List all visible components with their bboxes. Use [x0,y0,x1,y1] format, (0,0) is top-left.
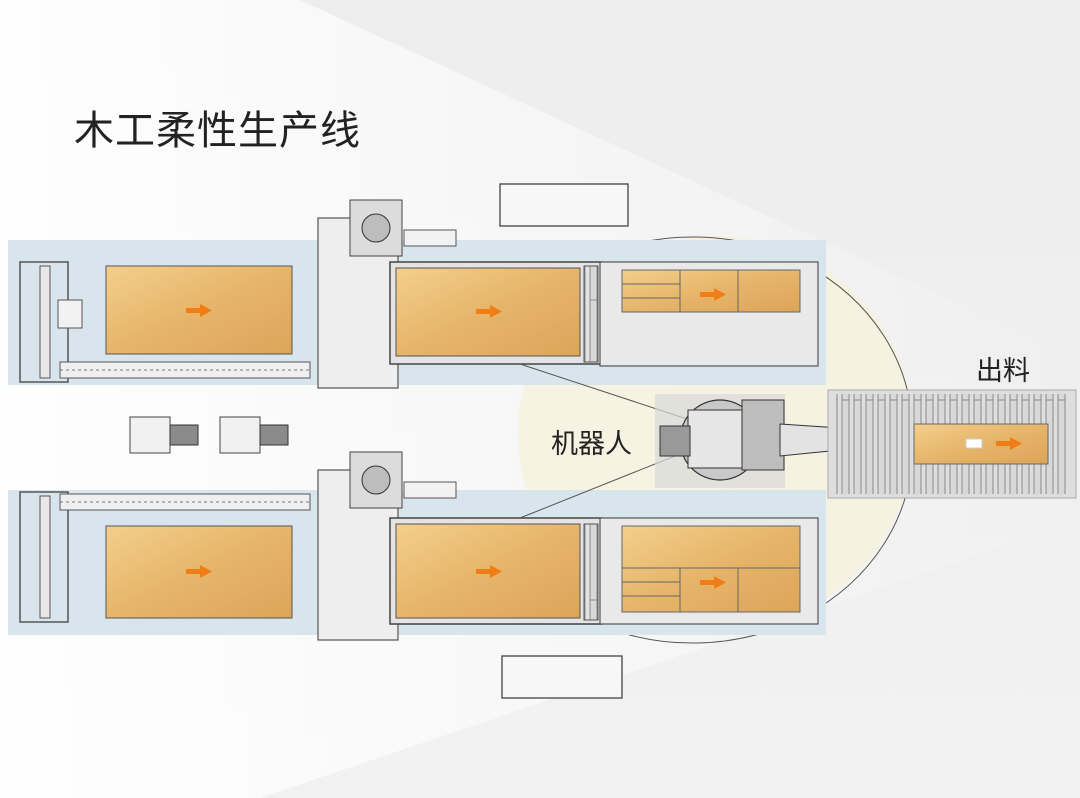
infeed-module-icon [219,416,289,454]
arrow-right-icon [996,437,1022,450]
arrow-right-icon [476,305,502,318]
infeed-module-icon [129,416,199,454]
page-title: 木工柔性生产线 [74,108,361,154]
roller-conveyor-icon [827,389,1077,499]
upper-gantry-head [57,299,83,329]
lower-cut-parts [621,525,801,613]
arrow-right-icon [186,565,212,578]
arrow-right-icon [186,304,212,317]
upper-gantry-rail [39,265,51,379]
robot-label: 机器人 [551,429,632,460]
arrow-right-icon [700,576,726,589]
arrow-right-icon [476,565,502,578]
outfeed-label: 出料 [976,356,1030,387]
upper-line [8,199,826,389]
upper-cut-parts [621,269,801,313]
outfeed-board [913,423,1049,465]
lower-tool-magazine [501,655,623,699]
upper-tool-magazine [499,183,629,227]
arrow-right-icon [700,288,726,301]
lower-line [8,451,826,641]
lower-infeed-gantry [19,491,69,623]
